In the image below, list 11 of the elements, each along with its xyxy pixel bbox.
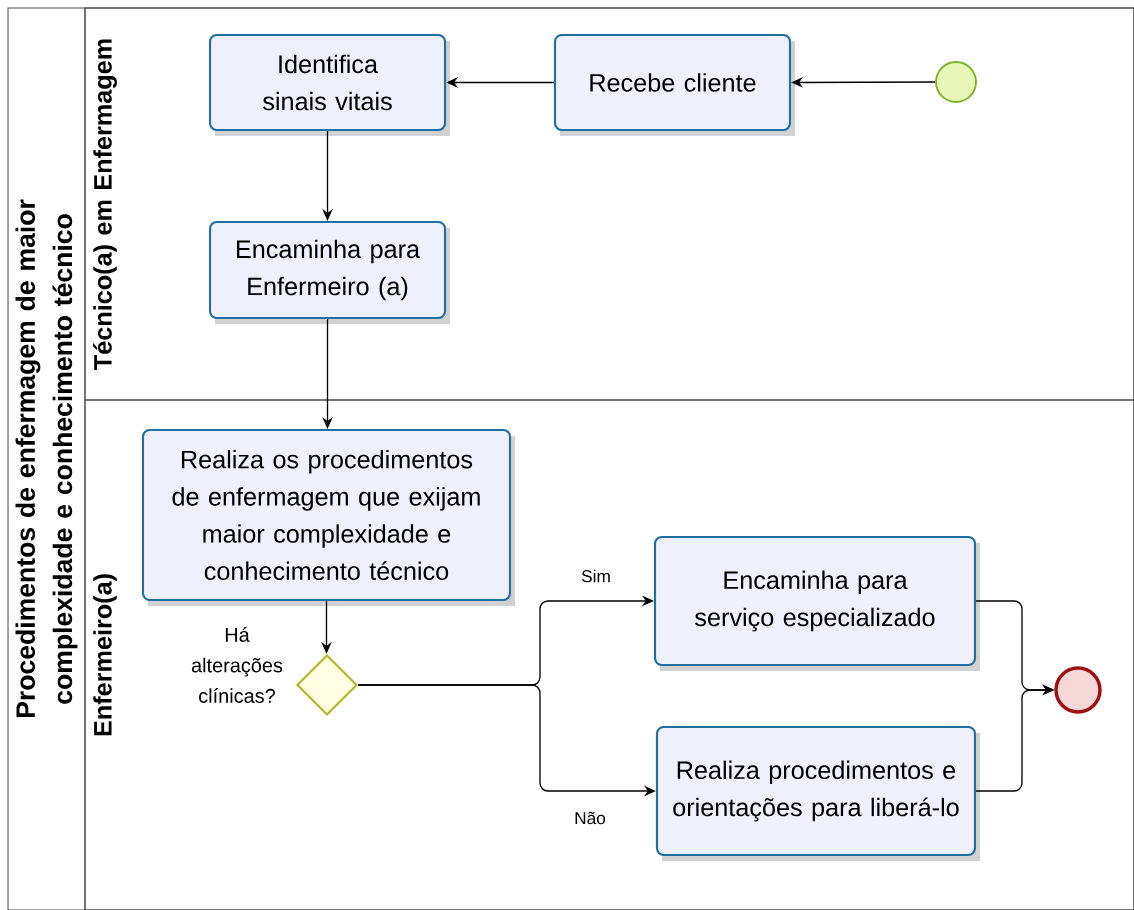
start-event [935,61,977,103]
task-box: Identifica sinais vitais [208,33,450,136]
task-box: Realiza procedimentos e orientações para liberá-lo [655,725,980,861]
edge-label: Sim [579,568,613,584]
task-box: Encaminha para serviço especializado [653,535,980,671]
task-box: Realiza os procedimentos de enfermagem que exijam maior complexidade e conhecimento técnico [141,428,515,606]
gateway-label: Há alterações clínicas? [191,627,283,703]
end-event [1054,666,1102,714]
task-box: Encaminha para Enfermeiro (a) [208,220,450,324]
edge-label: Não [572,810,608,826]
task-box: Recebe cliente [553,33,795,136]
